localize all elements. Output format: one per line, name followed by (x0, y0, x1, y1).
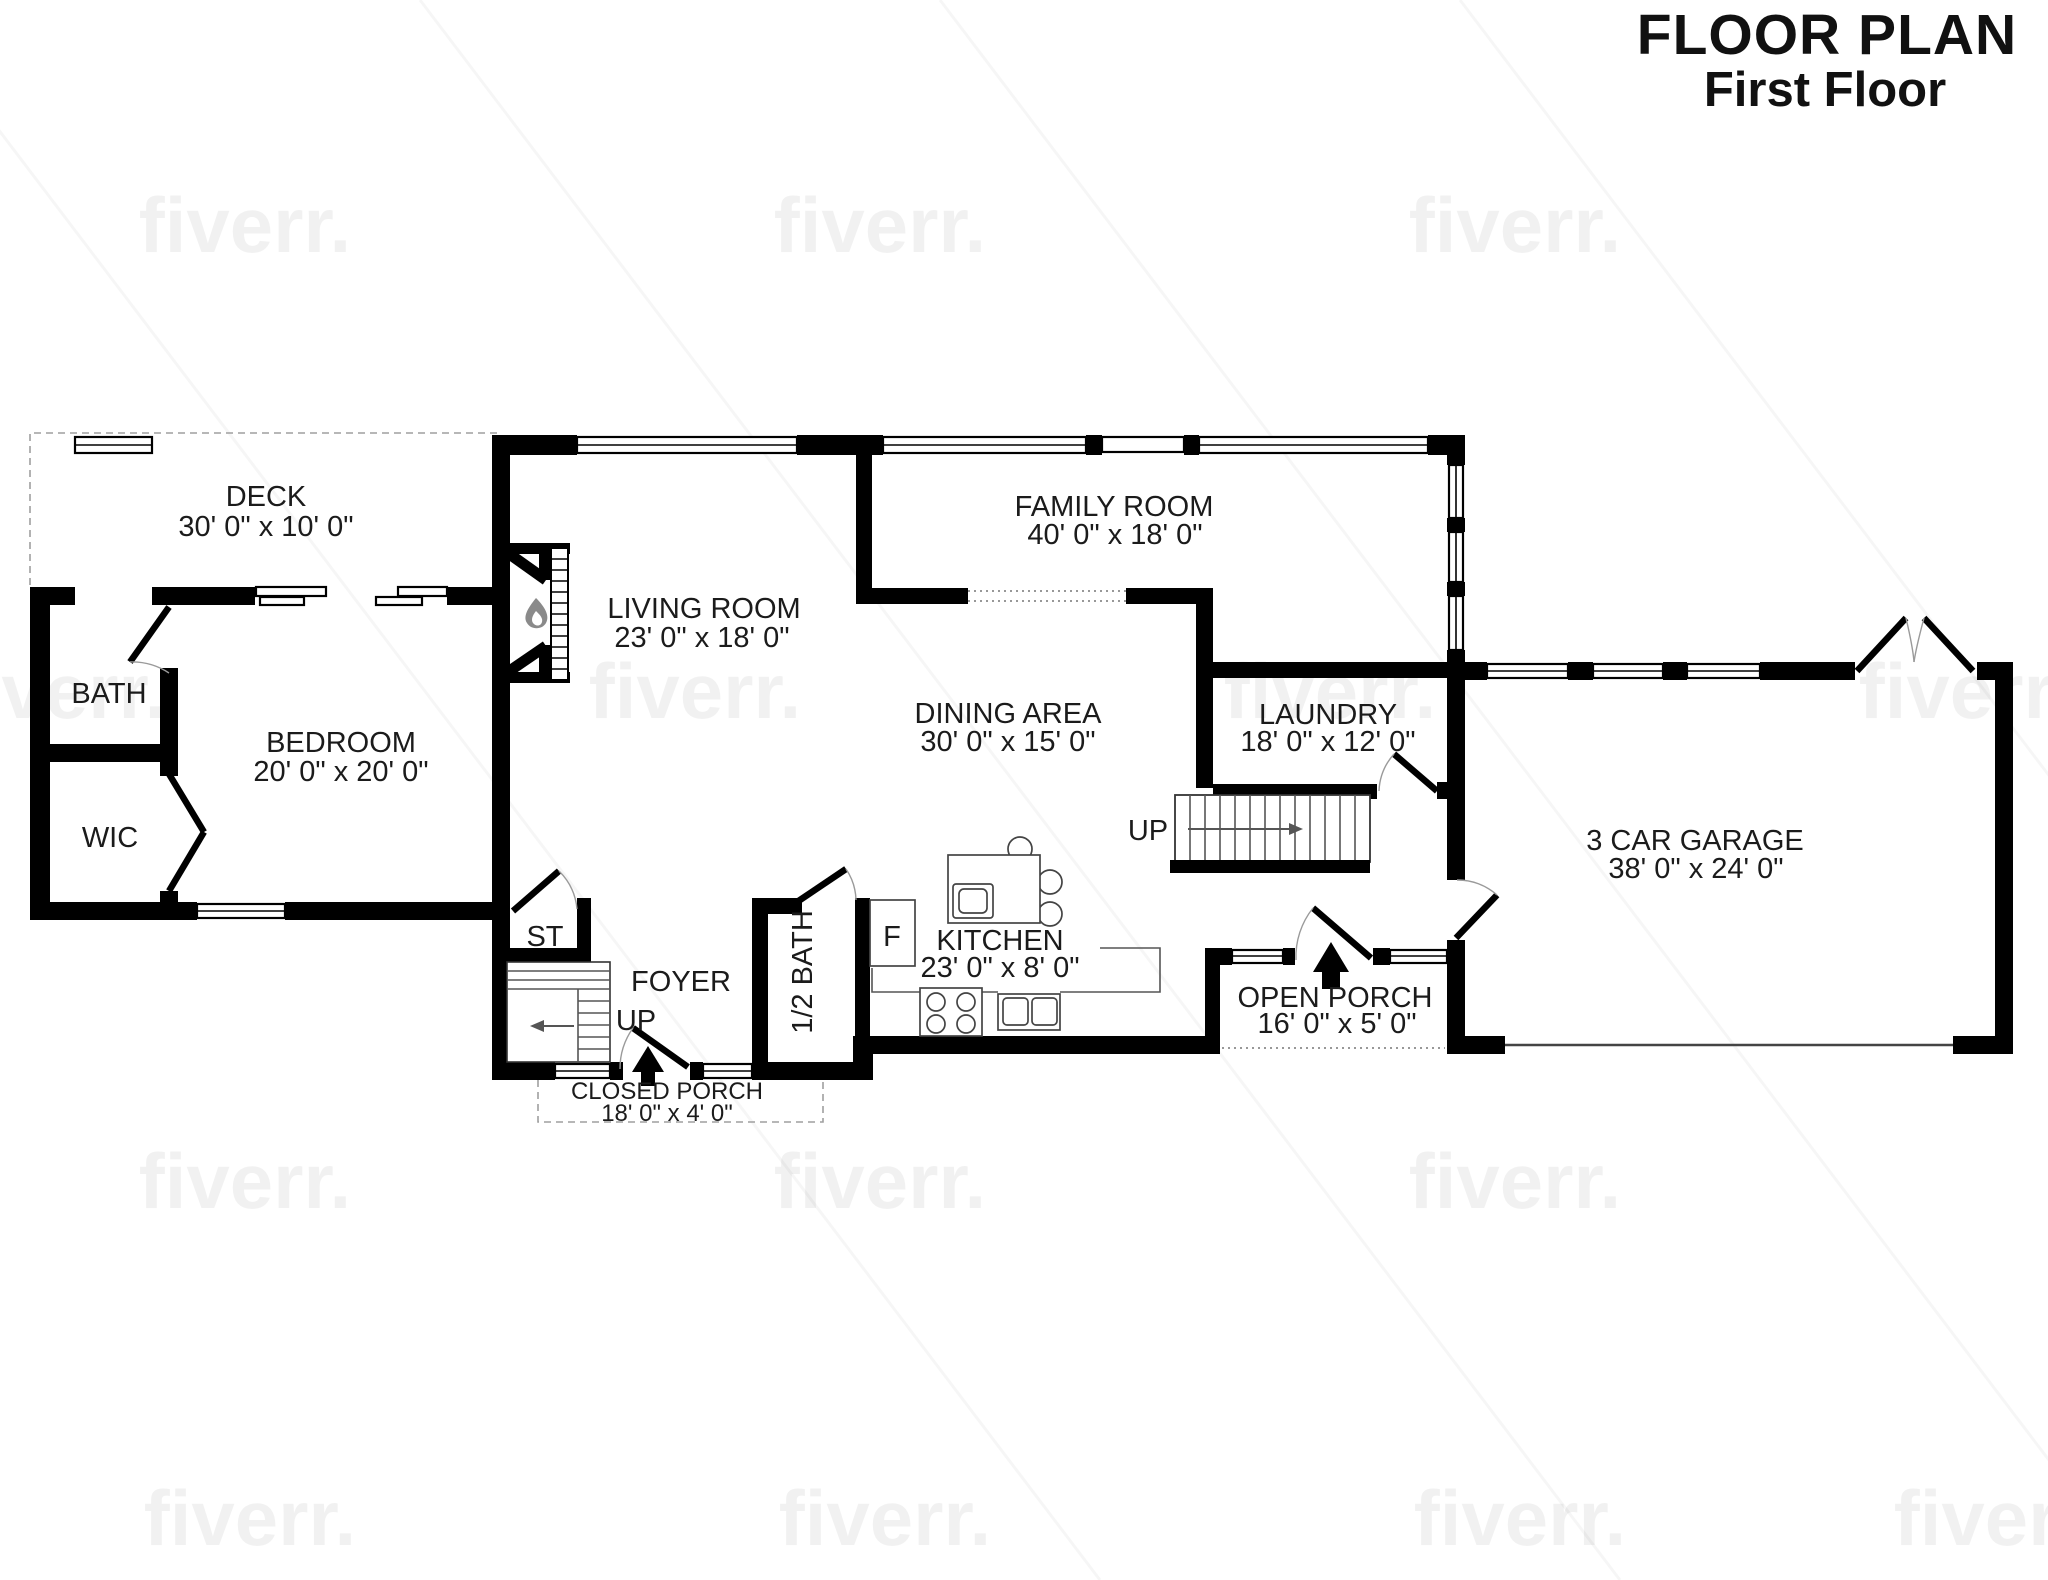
room-label-deck: DECK (226, 481, 307, 513)
wall-step (1100, 435, 1186, 454)
svg-text:fiverr.: fiverr. (1859, 647, 2048, 735)
porch-door (1295, 905, 1374, 961)
garage-double-door (1854, 615, 1976, 674)
entry-arrow (632, 1046, 664, 1086)
window (701, 1062, 754, 1080)
window (1447, 594, 1465, 652)
window (881, 435, 1088, 455)
room-dims-closed-porch: 18' 0" x 4' 0" (601, 1100, 733, 1127)
room-label-dining-area: DINING AREA (915, 698, 1103, 730)
dashed-outlines (29, 432, 824, 1123)
windows (73, 435, 1762, 1080)
open-passages (968, 590, 1953, 1049)
room-labels: DECK 30' 0" x 10' 0" BATH WIC BEDROOM 20… (71, 481, 1803, 1127)
svg-text:fiverr.: fiverr. (779, 1474, 991, 1562)
window (1591, 662, 1665, 680)
room-dims-garage: 38' 0" x 24' 0" (1608, 853, 1783, 885)
window (553, 1062, 612, 1080)
page-subtitle: First Floor (1704, 63, 1946, 117)
svg-text:fiverr.: fiverr. (1414, 1474, 1626, 1562)
window (1230, 948, 1285, 965)
entry-arrow (1313, 942, 1349, 989)
storage-door (510, 868, 578, 914)
counter (871, 947, 1161, 993)
stairs-main (1170, 794, 1371, 873)
closed-porch-outline (537, 1080, 824, 1123)
room-label-closed-porch: CLOSED PORCH (571, 1078, 763, 1105)
window (575, 435, 799, 455)
half-bath-door (795, 866, 857, 905)
window (1485, 662, 1570, 680)
room-dims-laundry: 18' 0" x 12' 0" (1240, 726, 1415, 758)
svg-text:fiverr.: fiverr. (139, 181, 351, 269)
room-label-foyer: FOYER (631, 966, 731, 998)
garage-entry-door (1453, 879, 1500, 941)
room-dims-bedroom: 20' 0" x 20' 0" (253, 756, 428, 788)
stair-direction-arrow (1289, 823, 1303, 835)
svg-text:fiverr.: fiverr. (1409, 181, 1621, 269)
room-label-laundry: LAUNDRY (1259, 699, 1397, 731)
deck-outline (29, 432, 497, 587)
room-label-bedroom: BEDROOM (266, 727, 416, 759)
room-dims-open-porch: 16' 0" x 5' 0" (1257, 1008, 1416, 1040)
walls (30, 435, 2013, 1080)
room-label-bath: BATH (71, 678, 146, 710)
stairs-up-label: UP (1128, 815, 1168, 847)
laundry-door (1378, 751, 1440, 794)
window (1447, 530, 1465, 584)
svg-text:fiverr.: fiverr. (139, 1137, 351, 1225)
kitchen-sink (997, 993, 1061, 1031)
svg-text:fiverr.: fiverr. (1224, 647, 1436, 735)
fireplace (504, 543, 570, 683)
fridge: F (869, 899, 916, 967)
room-label-open-porch: OPEN PORCH (1238, 982, 1433, 1014)
svg-text:fiverr.: fiverr. (774, 1137, 986, 1225)
window (1685, 662, 1762, 680)
svg-text:fiverr.: fiverr. (589, 647, 801, 735)
stove (919, 987, 983, 1037)
window (1388, 948, 1449, 965)
plan-title: FLOOR PLAN First Floor (1637, 3, 2017, 117)
room-label-kitchen: KITCHEN (936, 925, 1063, 957)
stair-direction-arrow (530, 1020, 544, 1032)
front-door (619, 1025, 690, 1070)
room-dims-dining-area: 30' 0" x 15' 0" (920, 726, 1095, 758)
room-label-half-bath: 1/2 BATH (787, 910, 819, 1034)
stairs-foyer (506, 961, 611, 1063)
room-dims-living-room: 23' 0" x 18' 0" (614, 622, 789, 654)
window (1447, 463, 1465, 520)
doors (127, 605, 1976, 1070)
window (1197, 435, 1430, 455)
room-label-storage: ST (526, 921, 563, 953)
sliding-door (254, 585, 449, 607)
room-dims-kitchen: 23' 0" x 8' 0" (920, 952, 1079, 984)
svg-text:fiverr.: fiverr. (1894, 1474, 2048, 1562)
stairs-up-label-foyer: UP (616, 1005, 656, 1037)
page-title: FLOOR PLAN (1637, 3, 2017, 67)
svg-text:fiverr.: fiverr. (1409, 1137, 1621, 1225)
flame-icon (525, 598, 548, 629)
entry-arrows (632, 942, 1349, 1086)
room-label-garage: 3 CAR GARAGE (1586, 825, 1804, 857)
kitchen-fixtures: F (869, 836, 1161, 1037)
window (73, 435, 154, 455)
room-label-family-room: FAMILY ROOM (1015, 491, 1214, 523)
window (195, 902, 287, 920)
room-label-wic: WIC (82, 822, 138, 854)
room-dims-family-room: 40' 0" x 18' 0" (1027, 519, 1202, 551)
kitchen-island (947, 836, 1063, 927)
svg-text:fiverr.: fiverr. (144, 1474, 356, 1562)
bath-door (127, 605, 172, 674)
svg-text:F: F (883, 921, 901, 953)
room-label-living-room: LIVING ROOM (607, 593, 800, 625)
svg-text:fiverr.: fiverr. (774, 181, 986, 269)
wic-double-door (166, 772, 207, 893)
room-dims-deck: 30' 0" x 10' 0" (178, 511, 353, 543)
